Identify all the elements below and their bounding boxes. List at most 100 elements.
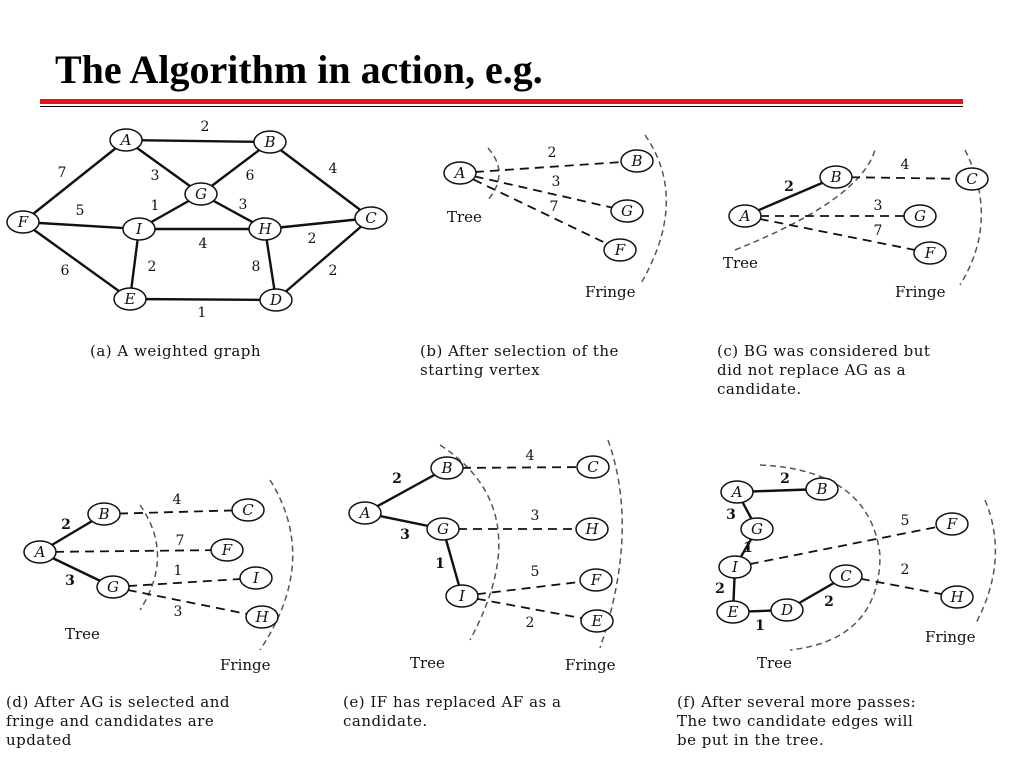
vertex-b-A — [443, 161, 477, 185]
vertex-a-F — [6, 210, 40, 234]
vertex-label-f-H: H — [949, 588, 964, 606]
edge-a-CD — [275, 217, 372, 301]
edge-weight-e-AB: 2 — [392, 471, 402, 487]
edge-weight-a-BG: 6 — [246, 168, 255, 184]
edge-weight-d-GH: 3 — [174, 604, 183, 620]
vertex-b-F — [603, 238, 637, 262]
vertex-label-f-B: B — [815, 480, 827, 498]
edge-weight-d-AF: 7 — [176, 533, 185, 549]
region-boundary-c-1 — [959, 149, 983, 286]
vertex-c-C — [955, 167, 989, 191]
vertex-b-G — [610, 199, 644, 223]
vertex-label-f-C: C — [840, 567, 852, 585]
vertex-label-a-A: A — [119, 131, 132, 149]
edge-weight-c-BC: 4 — [901, 157, 910, 173]
edge-a-BG — [200, 141, 271, 195]
edge-weight-a-IE: 2 — [148, 259, 157, 275]
vertex-d-H — [245, 605, 279, 629]
vertex-label-c-F: F — [924, 244, 936, 262]
edge-weight-f-IF: 5 — [901, 513, 910, 529]
edge-weight-a-FI: 5 — [76, 203, 85, 219]
vertex-e-C — [576, 455, 610, 479]
vertex-c-F — [913, 241, 947, 265]
vertex-label-f-G: G — [751, 520, 763, 538]
vertex-label-d-H: H — [254, 608, 269, 626]
fringe-label-d: Fringe — [220, 656, 271, 674]
vertex-b-B — [620, 149, 654, 173]
vertex-label-a-D: D — [269, 291, 282, 309]
vertex-d-C — [231, 498, 265, 522]
edge-weight-a-AB: 2 — [201, 119, 210, 135]
vertex-label-e-C: C — [587, 458, 599, 476]
edge-e-AB — [364, 466, 448, 515]
edge-a-AF — [22, 139, 127, 223]
edge-weight-c-AF: 7 — [874, 223, 883, 239]
vertex-label-a-F: F — [17, 213, 29, 231]
edge-d-GI — [112, 577, 257, 588]
edge-a-HC — [264, 216, 372, 231]
vertex-e-H — [575, 517, 609, 541]
vertex-label-d-B: B — [97, 505, 109, 523]
edge-weight-a-GI: 1 — [151, 198, 160, 214]
vertex-a-G — [184, 182, 218, 206]
caption-b: (b) After selection of the starting vert… — [420, 342, 619, 379]
vertex-label-f-F: F — [946, 515, 958, 533]
vertex-a-D — [259, 288, 293, 312]
tree-label-d: Tree — [65, 625, 100, 643]
vertex-e-B — [430, 456, 464, 480]
vertex-label-f-A: A — [730, 483, 743, 501]
vertex-label-a-B: B — [263, 133, 275, 151]
vertex-label-b-F: F — [614, 241, 626, 259]
edge-d-GH — [112, 586, 263, 618]
tree-label-c: Tree — [723, 254, 758, 272]
edge-b-AG — [459, 172, 628, 212]
vertex-d-G — [96, 575, 130, 599]
vertex-f-C — [829, 564, 863, 588]
vertex-e-F — [579, 568, 613, 592]
vertex-d-I — [239, 566, 273, 590]
vertex-label-a-H: H — [257, 220, 272, 238]
edge-weight-f-CH: 2 — [901, 562, 910, 578]
edge-weight-f-AG: 3 — [726, 507, 736, 523]
edge-weight-f-IE: 2 — [715, 581, 725, 597]
vertex-f-G — [740, 517, 774, 541]
vertex-label-b-G: G — [621, 202, 633, 220]
vertex-label-d-C: C — [242, 501, 254, 519]
edge-weight-e-IF: 5 — [531, 564, 540, 580]
edge-weight-a-GH: 3 — [239, 197, 248, 213]
edge-d-BC — [103, 509, 249, 515]
edge-weight-f-DC: 2 — [824, 594, 834, 610]
fringe-label-b: Fringe — [585, 283, 636, 301]
title-underline-red — [40, 99, 963, 104]
vertex-c-G — [903, 204, 937, 228]
edge-e-IE — [461, 595, 598, 622]
vertex-label-a-E: E — [124, 290, 136, 308]
edge-weight-e-GH: 3 — [531, 508, 540, 524]
edge-weight-a-IH: 4 — [199, 236, 208, 252]
slide-title: The Algorithm in action, e.g. — [55, 47, 543, 92]
vertex-a-A — [109, 128, 143, 152]
region-boundary-f-0 — [759, 464, 881, 651]
vertex-a-C — [354, 206, 388, 230]
edge-a-FE — [22, 221, 131, 300]
vertex-label-d-F: F — [221, 541, 233, 559]
vertex-e-G — [426, 517, 460, 541]
vertex-label-e-F: F — [590, 571, 602, 589]
vertex-d-F — [210, 538, 244, 562]
edge-a-HD — [263, 228, 278, 301]
vertex-a-B — [253, 130, 287, 154]
edge-weight-a-HC: 2 — [308, 231, 317, 247]
edge-weight-d-BC: 4 — [173, 492, 182, 508]
vertex-label-c-B: B — [829, 168, 841, 186]
vertex-f-D — [770, 598, 804, 622]
vertex-label-d-G: G — [107, 578, 119, 596]
edge-weight-a-FE: 6 — [61, 263, 70, 279]
edge-weight-e-BC: 4 — [526, 448, 535, 464]
edge-c-AB — [744, 175, 837, 218]
edge-weight-f-ED: 1 — [755, 618, 765, 634]
edge-b-AB — [459, 160, 638, 174]
edge-weight-a-AF: 7 — [58, 165, 67, 181]
edge-weight-c-AB: 2 — [784, 179, 794, 195]
region-boundary-b-0 — [487, 147, 500, 201]
vertex-label-c-G: G — [914, 207, 926, 225]
